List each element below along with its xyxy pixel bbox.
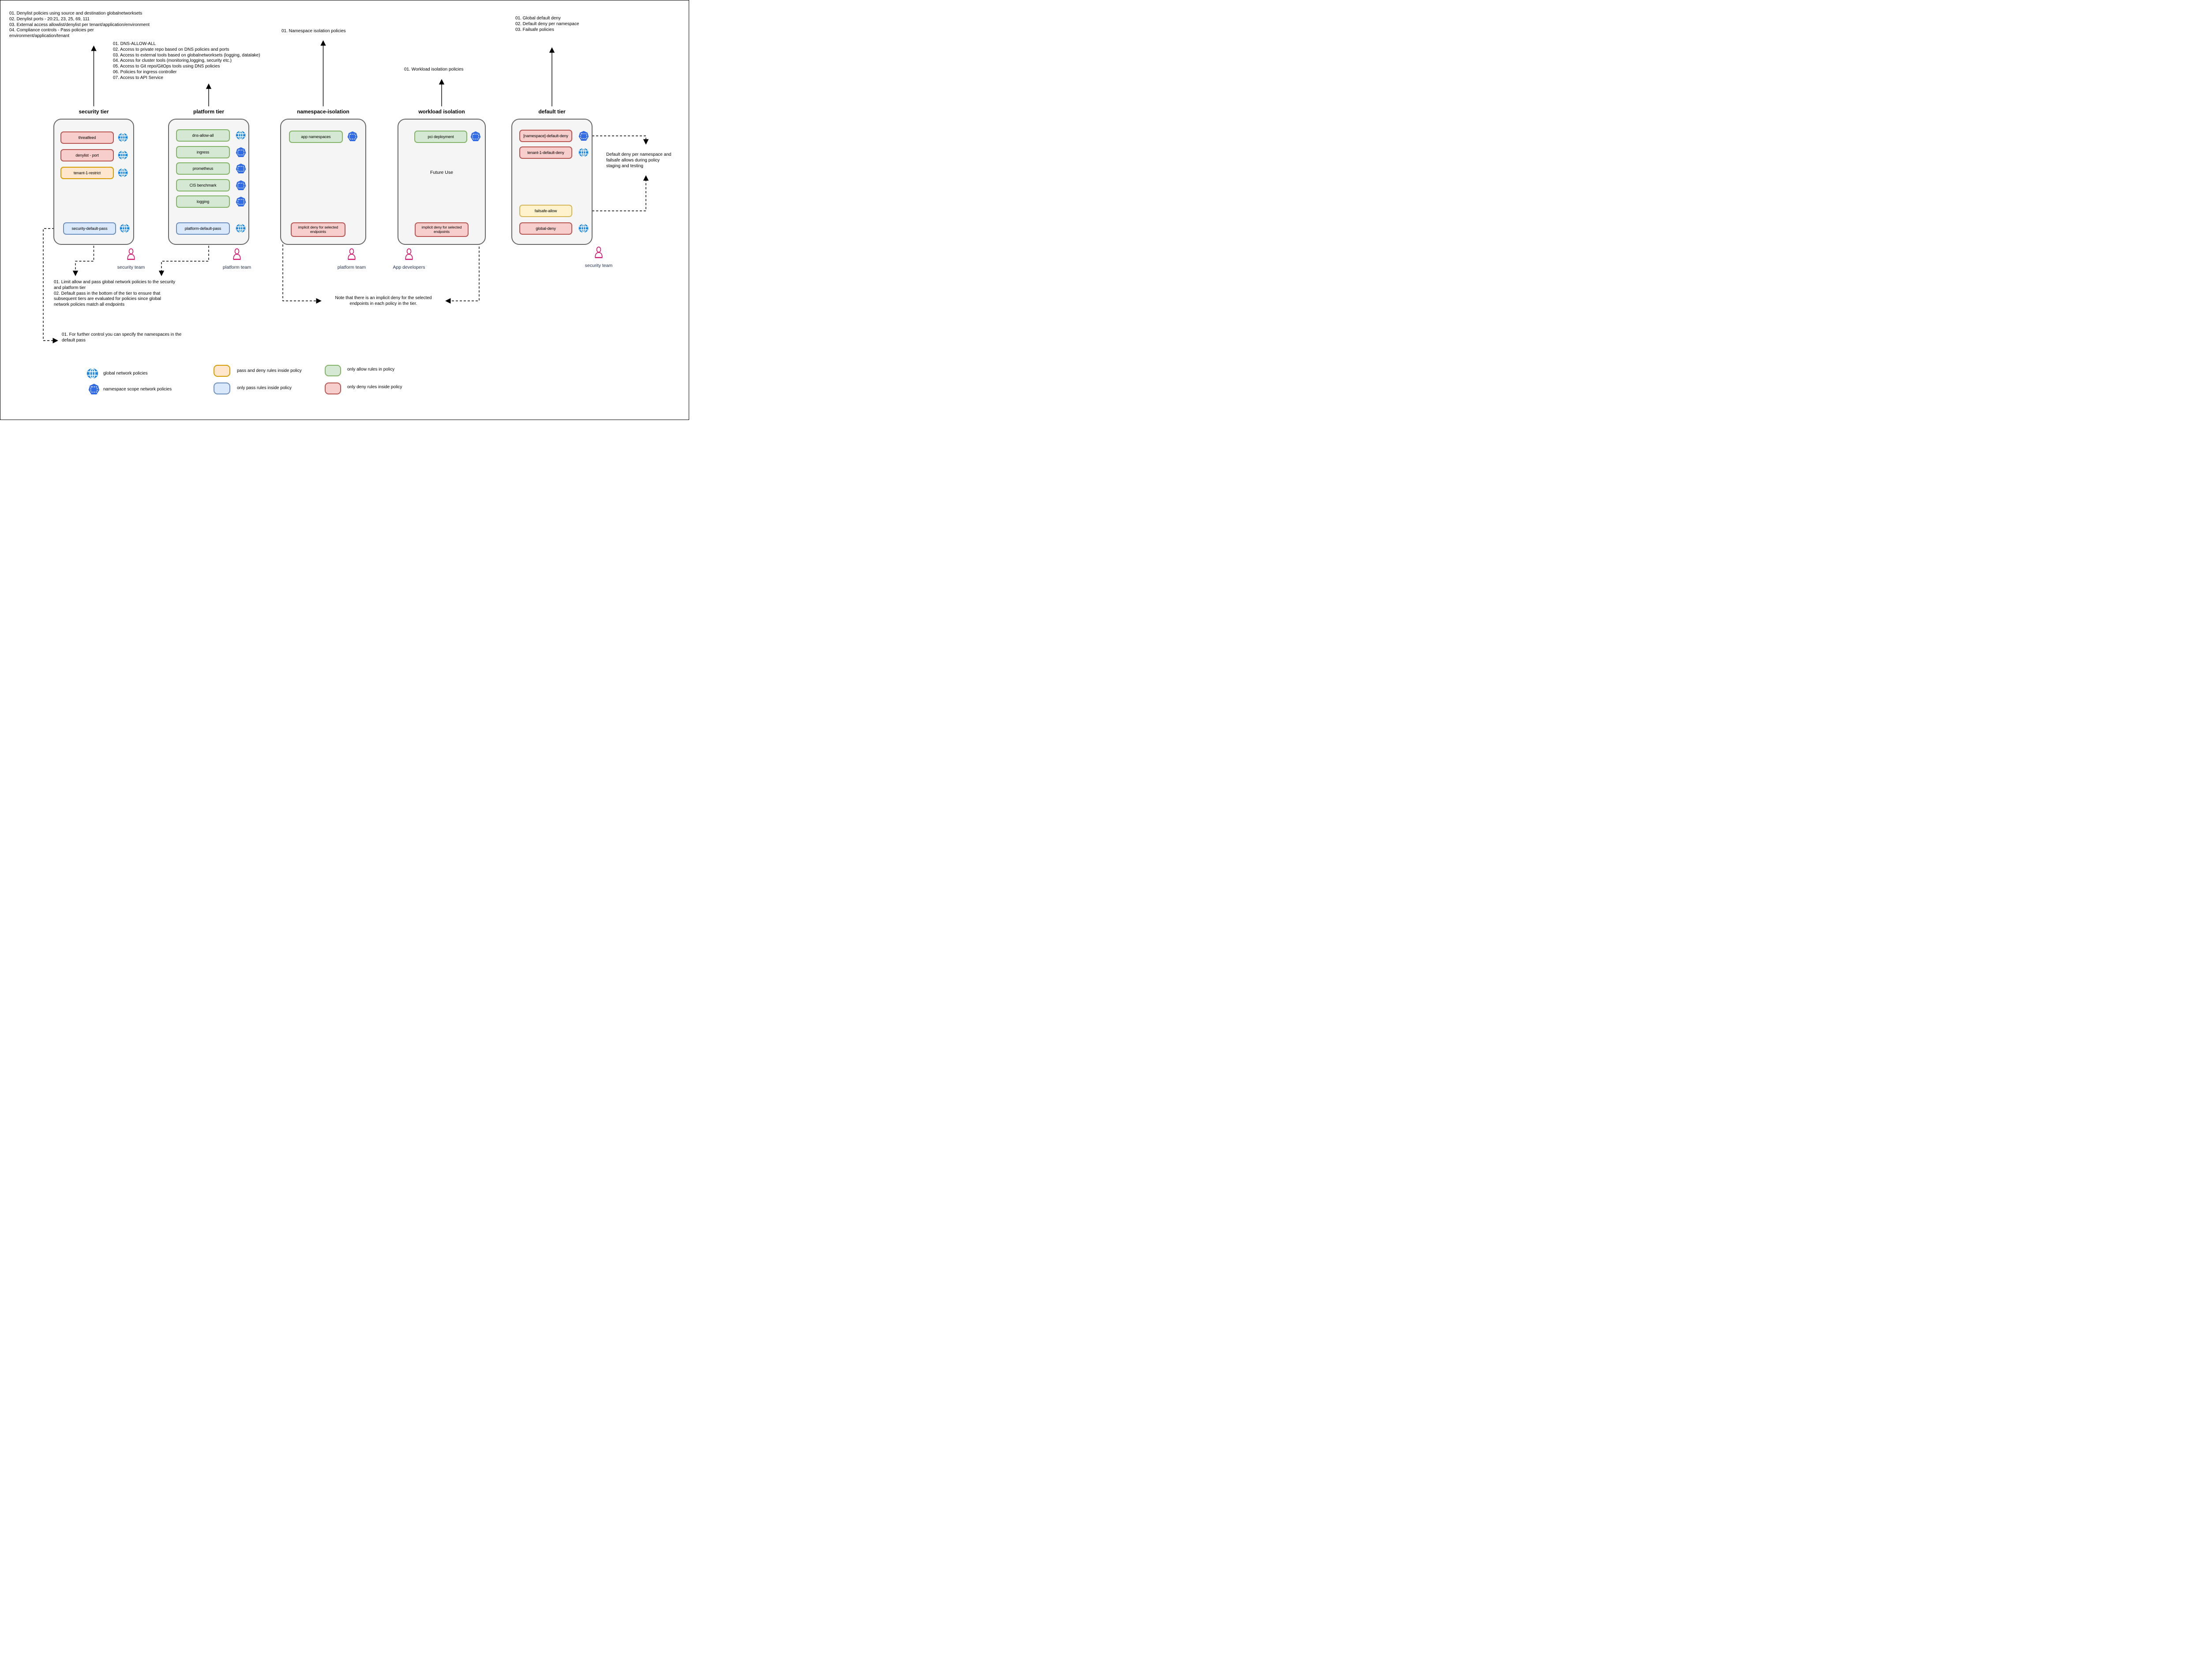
team-label-platform-1: platform team <box>222 265 251 270</box>
tier-title-workload-isolation: workload isolation <box>418 109 465 115</box>
platform-tier-annotation: 01. DNS-ALLOW-ALL 02. Access to private … <box>113 41 260 80</box>
workload-isolation-annotation: 01. Workload isolation policies <box>404 67 464 72</box>
policy-tenant-1-restrict: tenant-1-restrict <box>60 167 114 179</box>
person-icon <box>125 248 137 262</box>
person-icon <box>345 248 358 262</box>
namespace-scope-icon <box>236 163 246 174</box>
staging-annotation: Default deny per namespace and failsafe … <box>606 152 672 169</box>
legend-only-pass-label: only pass rules inside policy <box>237 386 292 390</box>
globe-icon <box>120 223 130 233</box>
namespace-scope-icon <box>236 196 246 207</box>
security-tier-annotation: 01. Denylist policies using source and d… <box>9 11 150 39</box>
policy-denylist-port: denylist - port <box>60 149 114 161</box>
globe-icon <box>118 150 128 160</box>
globe-icon <box>118 168 128 178</box>
legend-pass-deny-label: pass and deny rules inside policy <box>237 368 302 373</box>
legend-swatch-only-allow <box>325 365 341 376</box>
namespace-scope-icon <box>236 147 246 158</box>
legend-only-deny-label: only deny rules inside policy <box>347 385 402 390</box>
policy-prometheus: prometheus <box>176 162 230 175</box>
tier-title-default: default tier <box>538 109 566 115</box>
connector-security-tier-to-limit-note <box>72 246 94 276</box>
globe-icon <box>578 223 589 233</box>
policy-ns-implicit-deny: implicit deny for selected endpoints <box>291 222 345 237</box>
further-control-annotation: 01. For further control you can specify … <box>62 332 182 343</box>
globe-icon <box>118 132 128 142</box>
legend-namespace-scope-policies: namespace scope network policies <box>103 387 172 392</box>
policy-failsafe-allow: failsafe-allow <box>519 205 572 217</box>
team-label-app-developers: App developers <box>393 265 425 270</box>
policy-ingress: ingress <box>176 146 230 158</box>
implicit-deny-annotation: Note that there is an implicit deny for … <box>335 296 432 306</box>
globe-icon <box>86 368 98 379</box>
policy-global-deny: global-deny <box>519 222 572 235</box>
person-icon <box>593 246 605 260</box>
policy-threatfeed: threatfeed <box>60 131 114 144</box>
policy-dns-allow-all: dns-allow-all <box>176 129 230 142</box>
person-icon <box>403 248 415 262</box>
tier-title-security: security tier <box>79 109 109 115</box>
globe-icon <box>236 223 246 233</box>
default-tier-annotation: 01. Global default deny 02. Default deny… <box>515 16 579 32</box>
tier-title-platform: platform tier <box>193 109 224 115</box>
namespace-scope-icon <box>236 180 246 191</box>
team-label-platform-2: platform team <box>337 265 366 270</box>
tier-title-namespace-isolation: namespace-isolation <box>297 109 349 115</box>
namespace-scope-icon <box>347 131 358 142</box>
policy-platform-default-pass: platform-default-pass <box>176 222 230 235</box>
policy-wl-implicit-deny: implicit deny for selected endpoints <box>415 222 469 237</box>
namespace-scope-icon <box>470 131 481 142</box>
globe-icon <box>236 130 246 140</box>
policy-namespace-default-deny: [namespace]-default-deny <box>519 130 572 142</box>
connector-platform-tier-to-limit-note <box>158 246 209 276</box>
policy-tenant-1-default-deny: tenant-1-default-deny <box>519 146 572 159</box>
policy-app-namespaces: app namespaces <box>289 131 343 143</box>
team-label-security-1: security team <box>117 265 145 270</box>
legend-swatch-only-deny <box>325 382 341 394</box>
legend-swatch-pass-deny <box>214 365 230 377</box>
person-icon <box>231 248 243 262</box>
future-use-label: Future Use <box>430 170 453 175</box>
namespace-scope-icon <box>578 131 589 141</box>
team-label-security-2: security team <box>585 263 613 268</box>
policy-security-default-pass: security-default-pass <box>63 222 116 235</box>
policy-logging: logging <box>176 195 230 208</box>
limit-allow-annotation: 01. Limit allow and pass global network … <box>54 280 176 308</box>
legend-global-network-policies: global network policies <box>103 371 148 376</box>
globe-icon <box>578 147 589 158</box>
policy-cis-benchmark: CIS benchmark <box>176 179 230 191</box>
namespace-isolation-annotation: 01. Namespace isolation policies <box>281 29 346 34</box>
legend-swatch-only-pass <box>214 382 230 394</box>
legend-only-allow-label: only allow rules in policy <box>347 367 395 372</box>
tiered-network-policy-diagram: 01. Denylist policies using source and d… <box>0 0 689 420</box>
policy-pci-deployment: pci deployment <box>414 131 467 143</box>
namespace-scope-icon <box>88 383 100 395</box>
